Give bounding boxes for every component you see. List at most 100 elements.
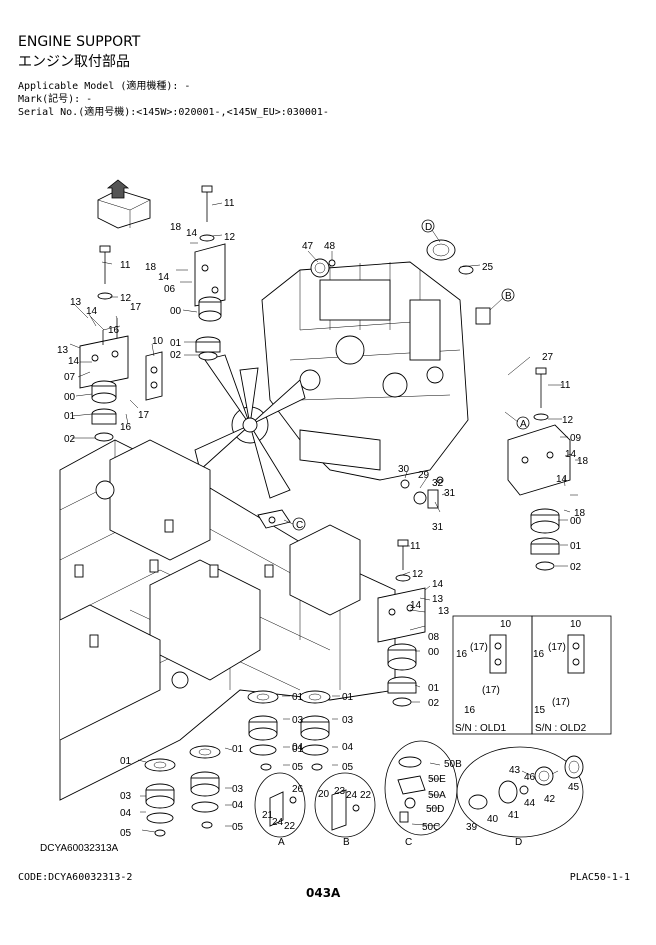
callout-c10c: 10 xyxy=(570,619,582,630)
callout-c01e: 01 xyxy=(292,692,304,703)
callout-c02a: 02 xyxy=(170,350,182,361)
callout-c07: 07 xyxy=(64,372,76,383)
callout-c24b: 24 xyxy=(346,790,358,801)
callout-c05d: 05 xyxy=(232,822,244,833)
callout-c01i: 01 xyxy=(120,756,132,767)
page-number: 043A xyxy=(306,886,341,900)
view-marker-mB: B xyxy=(505,291,512,302)
callout-c17f: (17) xyxy=(552,697,570,708)
callout-c04d: 04 xyxy=(232,800,244,811)
view-marker-mD: D xyxy=(425,222,432,233)
callout-c02c: 02 xyxy=(570,562,582,573)
view-marker-mC: C xyxy=(296,520,303,531)
detail-d-outline xyxy=(456,746,584,838)
callout-c03b: 03 xyxy=(342,715,354,726)
callout-c00a: 00 xyxy=(170,306,182,317)
callout-c20: 20 xyxy=(318,789,330,800)
callout-c04b: 04 xyxy=(342,742,354,753)
callout-c02b: 02 xyxy=(64,434,76,445)
detail-b-outline xyxy=(314,772,376,838)
callout-c00c: 00 xyxy=(570,516,582,527)
chassis-frame xyxy=(59,439,396,801)
mark-info: Mark(記号): - xyxy=(18,94,93,105)
detail-label-dC: C xyxy=(405,837,412,848)
callout-c23: 23 xyxy=(334,786,346,797)
callout-c22b: 22 xyxy=(360,790,372,801)
callout-c01g: 01 xyxy=(232,744,244,755)
footer-plac: PLAC50-1-1 xyxy=(569,872,630,883)
callout-c14a: 14 xyxy=(186,228,198,239)
view-marker-mA: A xyxy=(520,419,527,430)
callout-c24: 24 xyxy=(272,817,284,828)
callout-c31b: 31 xyxy=(432,522,444,533)
callout-c04c: 04 xyxy=(120,808,132,819)
callout-c50e: 50E xyxy=(428,774,446,785)
callout-c13d: 13 xyxy=(438,606,450,617)
callout-c01d: 01 xyxy=(428,683,440,694)
callout-c14b: 14 xyxy=(158,272,170,283)
callout-c17c: (17) xyxy=(470,642,488,653)
callout-c50b: 50B xyxy=(444,759,462,770)
engine-assembly xyxy=(261,261,469,481)
callout-c11b: 11 xyxy=(120,260,131,271)
view-markers: D B A C xyxy=(296,222,527,531)
callout-c17b: 17 xyxy=(138,410,150,421)
callout-c12c: 12 xyxy=(562,415,574,426)
mount-left-upper xyxy=(195,296,222,361)
callout-c10b: 10 xyxy=(500,619,512,630)
callout-c40: 40 xyxy=(487,814,499,825)
callout-c14h: 14 xyxy=(410,600,422,611)
callout-c14d: 14 xyxy=(68,356,80,367)
callout-c32: 32 xyxy=(432,478,444,489)
callout-c25: 25 xyxy=(482,262,494,273)
detail-a-outline xyxy=(254,772,306,838)
callout-c13b: 13 xyxy=(57,345,69,356)
callout-c01c: 01 xyxy=(570,541,582,552)
callout-c21: 21 xyxy=(262,810,274,821)
callout-c03a: 03 xyxy=(292,715,304,726)
page-title-en: ENGINE SUPPORT xyxy=(18,34,141,50)
callout-c14f: 14 xyxy=(556,474,568,485)
callout-c14e: 14 xyxy=(565,449,577,460)
callout-c16c: 16 xyxy=(456,649,468,660)
detail-label-sn1: S/N : OLD1 xyxy=(455,723,507,734)
callout-c43: 43 xyxy=(509,765,521,776)
callout-c16a: 16 xyxy=(108,325,120,336)
callout-c26: 26 xyxy=(292,784,304,795)
callout-c12a: 12 xyxy=(224,232,236,243)
callout-c04a: 04 xyxy=(292,742,304,753)
callout-c12d: 12 xyxy=(412,569,424,580)
callout-c18a: 18 xyxy=(170,222,182,233)
callout-c06: 06 xyxy=(164,284,176,295)
callout-c17e: (17) xyxy=(482,685,500,696)
callout-c48: 48 xyxy=(324,241,336,252)
callout-c50a: 50A xyxy=(428,790,446,801)
callout-c08: 08 xyxy=(428,632,440,643)
callout-c18b: 18 xyxy=(145,262,157,273)
page-title-jp: エンジン取付部品 xyxy=(18,54,130,70)
footer-code: CODE:DCYA60032313-2 xyxy=(18,872,133,883)
callout-c45: 45 xyxy=(568,782,580,793)
callout-c50c: 50C xyxy=(422,822,440,833)
callout-c27: 27 xyxy=(542,352,554,363)
callout-c15: 15 xyxy=(534,705,546,716)
detail-label-dD: D xyxy=(515,837,522,848)
callout-c17a: 17 xyxy=(130,302,142,313)
detail-label-dB: B xyxy=(343,837,350,848)
callout-c16e: 16 xyxy=(464,705,476,716)
callout-c13a: 13 xyxy=(70,297,82,308)
callout-c14c: 14 xyxy=(86,306,98,317)
callout-c22a: 22 xyxy=(284,821,296,832)
callout-c00d: 00 xyxy=(428,647,440,658)
callout-c01a: 01 xyxy=(170,338,182,349)
callout-c01h: 01 xyxy=(292,744,304,755)
callout-c30: 30 xyxy=(398,464,410,475)
callout-c09: 09 xyxy=(570,433,582,444)
callout-c14g: 14 xyxy=(432,579,444,590)
callout-c39: 39 xyxy=(466,822,478,833)
callout-c05b: 05 xyxy=(342,762,354,773)
callout-c42: 42 xyxy=(544,794,556,805)
callout-c31a: 31 xyxy=(444,488,456,499)
callout-c18c: 18 xyxy=(577,456,589,467)
